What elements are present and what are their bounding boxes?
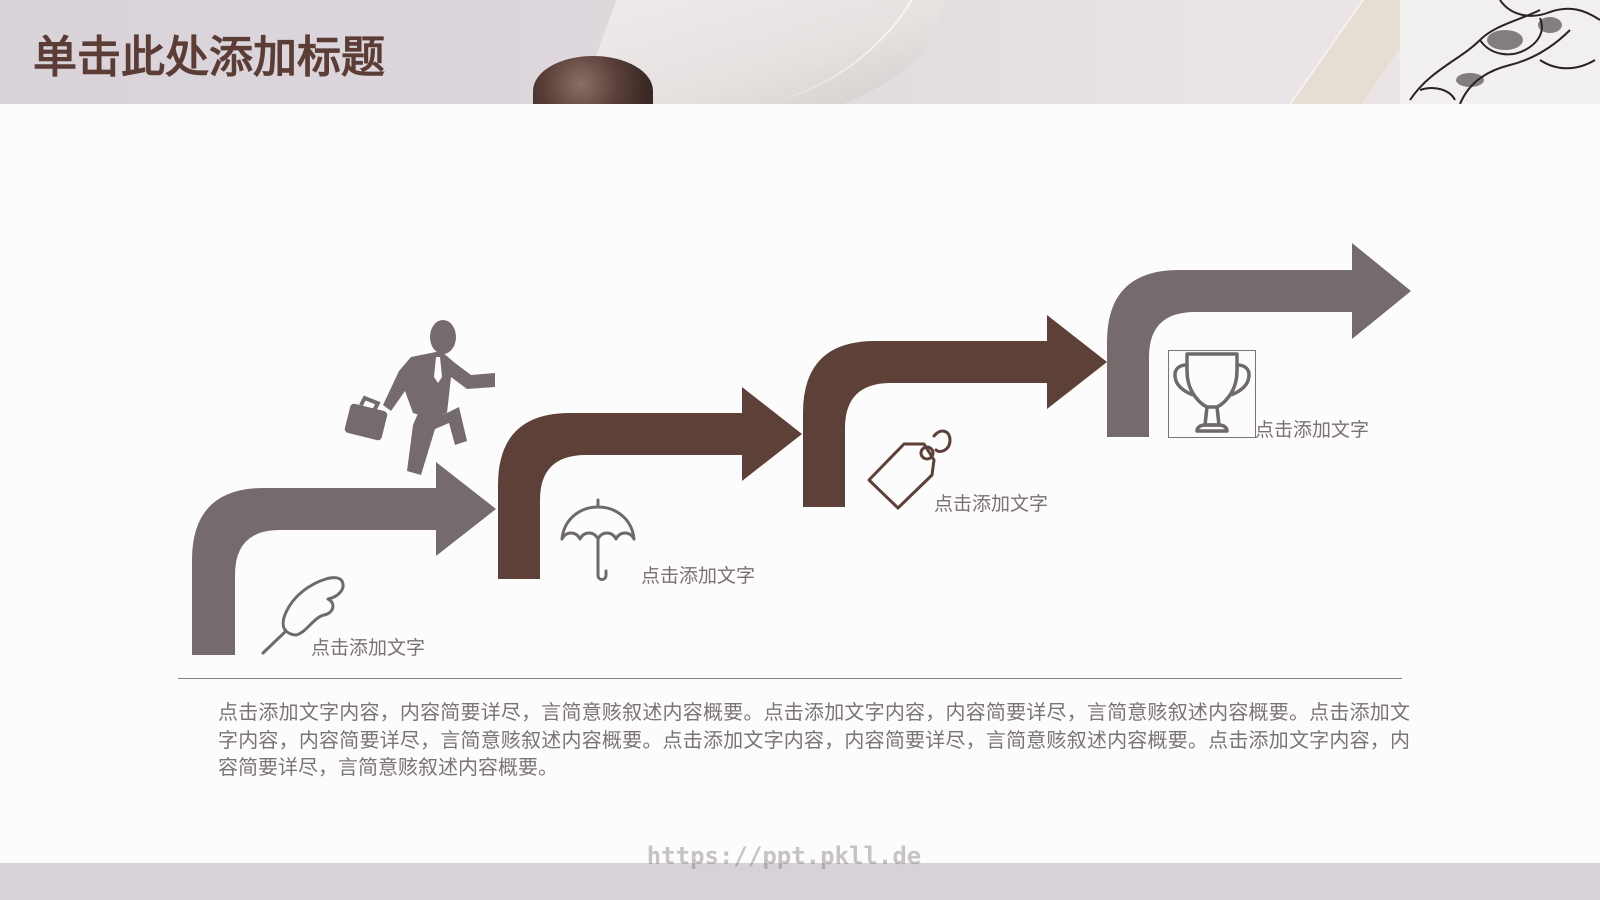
feather-quill-icon bbox=[258, 573, 348, 658]
step-4-label[interactable]: 点击添加文字 bbox=[1255, 419, 1370, 441]
footer-bar bbox=[0, 863, 1600, 900]
slide-title[interactable]: 单击此处添加标题 bbox=[33, 32, 385, 83]
umbrella-icon bbox=[558, 497, 638, 583]
pinecone-photo-decoration bbox=[533, 56, 653, 104]
body-paragraph[interactable]: 点击添加文字内容，内容简要详尽，言简意赅叙述内容概要。点击添加文字内容，内容简要… bbox=[218, 700, 1410, 779]
step-arrow-2 bbox=[498, 387, 802, 579]
step-2-label[interactable]: 点击添加文字 bbox=[641, 565, 756, 587]
header-banner: 单击此处添加标题 bbox=[0, 0, 1600, 104]
watermark-url: https://ppt.pkll.de bbox=[646, 842, 922, 870]
trophy-icon bbox=[1168, 350, 1256, 438]
horizontal-divider bbox=[178, 678, 1402, 679]
step-1-label[interactable]: 点击添加文字 bbox=[311, 637, 426, 659]
step-3-label[interactable]: 点击添加文字 bbox=[934, 493, 1049, 515]
running-businessman-icon bbox=[343, 315, 498, 480]
floral-sketch-decoration bbox=[1400, 0, 1600, 104]
price-tag-icon bbox=[864, 420, 956, 510]
step-arrow-4 bbox=[1107, 243, 1411, 437]
